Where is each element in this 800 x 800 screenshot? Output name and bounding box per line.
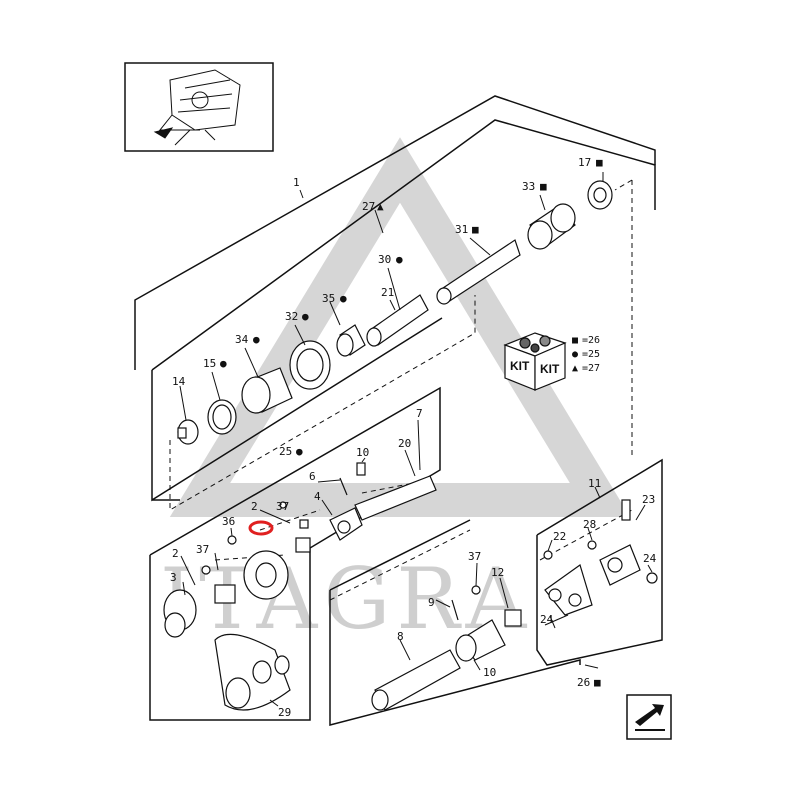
callout-15-symbol: ●	[220, 357, 227, 370]
callout-7: 7	[416, 407, 423, 420]
callout-32-symbol: ●	[302, 310, 309, 323]
callout-30-symbol: ●	[396, 253, 403, 266]
callout-36: 36	[222, 515, 235, 528]
leader-lines	[179, 172, 653, 707]
callout-15: 15	[203, 357, 216, 370]
callout-26-symbol: ■	[594, 676, 601, 689]
callout-35: 35	[322, 292, 335, 305]
legend-symbol-26: ■	[572, 335, 578, 346]
callout-30: 30	[378, 253, 391, 266]
callout-1: 1	[293, 176, 300, 189]
callout-11: 11	[588, 477, 601, 490]
callout-25: 25	[279, 445, 292, 458]
callout-8: 8	[397, 630, 404, 643]
callout-labels: 1 27 ▲ 31 ■ 33 ■ 17 ■ 30 ● 21 32 ● 35 ● …	[170, 156, 657, 719]
callout-29: 29	[278, 706, 291, 719]
callout-2-top: 2	[251, 500, 258, 513]
kit-label-left: KIT	[510, 359, 530, 373]
callout-27-symbol: ▲	[377, 200, 384, 213]
callout-4: 4	[314, 490, 321, 503]
callout-34-symbol: ●	[253, 333, 260, 346]
callout-34: 34	[235, 333, 249, 346]
callout-31-symbol: ■	[472, 223, 479, 236]
callout-37-left: 37	[196, 543, 209, 556]
next-page-arrow-icon[interactable]	[626, 694, 672, 740]
callout-24-right: 24	[643, 552, 657, 565]
callout-6: 6	[309, 470, 316, 483]
callout-37-top: 37	[276, 500, 289, 513]
callout-21: 21	[381, 286, 394, 299]
kit-label-right: KIT	[540, 362, 560, 376]
callout-25-symbol: ●	[296, 445, 303, 458]
callout-2-left: 2	[172, 547, 179, 560]
callout-12: 12	[491, 566, 504, 579]
callout-10-top: 10	[356, 446, 369, 459]
machine-overview-thumbnail[interactable]	[124, 62, 274, 152]
callout-17: 17	[578, 156, 591, 169]
callout-26: 26	[577, 676, 590, 689]
callout-33: 33	[522, 180, 535, 193]
legend-symbol-25: ●	[572, 349, 578, 360]
legend-symbol-27: ▲	[572, 363, 578, 374]
legend-text-26: =26	[582, 335, 600, 346]
callout-3: 3	[170, 571, 177, 584]
callout-22: 22	[553, 530, 566, 543]
callout-10-bottom: 10	[483, 666, 496, 679]
upper-parts	[177, 180, 613, 553]
callout-20: 20	[398, 437, 411, 450]
callout-27: 27	[362, 200, 375, 213]
kit-box-icon	[503, 332, 567, 391]
callout-35-symbol: ●	[340, 292, 347, 305]
callout-17-symbol: ■	[596, 156, 603, 169]
callout-23: 23	[642, 493, 655, 506]
callout-9: 9	[428, 596, 435, 609]
highlighted-ring[interactable]	[248, 520, 274, 536]
callout-37-bottom: 37	[468, 550, 481, 563]
callout-32: 32	[285, 310, 298, 323]
legend-text-25: =25	[582, 349, 600, 360]
callout-33-symbol: ■	[540, 180, 547, 193]
callout-31: 31	[455, 223, 468, 236]
callout-28: 28	[583, 518, 596, 531]
legend-text-27: =27	[582, 363, 600, 374]
lower-left-parts	[163, 535, 291, 711]
kit-legend: ■ =26 ● =25 ▲ =27	[572, 335, 600, 374]
callout-24-left: 24	[540, 613, 554, 626]
callout-14: 14	[172, 375, 186, 388]
